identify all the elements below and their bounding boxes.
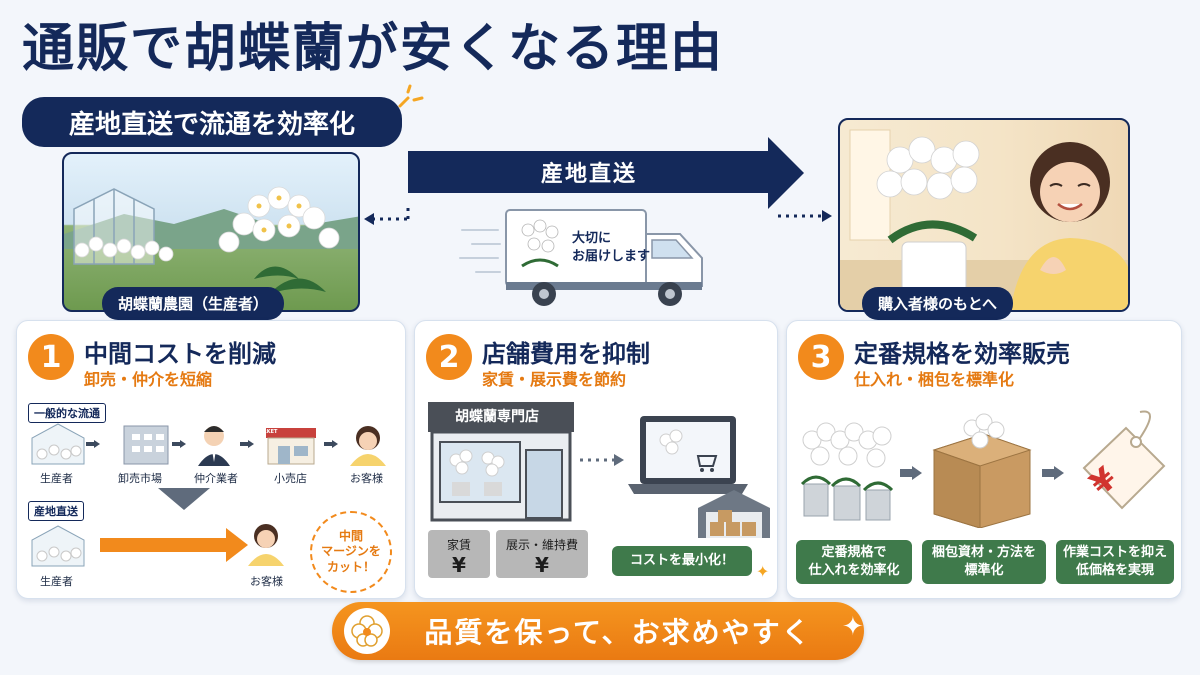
potted-orchids-icon [800, 422, 894, 521]
display-cost-box: 展示・維持費 ¥ [496, 530, 588, 578]
rent-label: 家賃 [446, 538, 471, 552]
box2-line2: 標準化 [964, 563, 1004, 578]
card3-number: 3 [798, 334, 844, 380]
box1-line1: 定番規格で [821, 545, 887, 561]
direct-customer: お客様 [250, 575, 283, 588]
buyer-illustration [838, 118, 1130, 312]
flow-broker: 仲介業者 [194, 472, 238, 485]
flow-customer: お客様 [350, 472, 383, 485]
page-title: 通販で胡蝶蘭が安くなる理由 [22, 19, 725, 79]
dotted-arrow [580, 454, 624, 466]
margin-cut-stamp: 中間 マージンを カット！ [310, 511, 392, 593]
general-flow-tag: 一般的な流通 [28, 403, 106, 423]
stamp-line1: 中間 [338, 528, 363, 543]
customer-icon [350, 426, 386, 466]
yen-icon: ¥ [452, 553, 466, 577]
buyer-label: 購入者様のもとへ [862, 287, 1013, 320]
greenhouse-icon [31, 423, 85, 465]
display-cost-label: 展示・維持費 [505, 538, 578, 552]
direct-shipping-arrow: 産地直送 [408, 151, 770, 193]
farm-illustration [62, 152, 360, 312]
subtitle-pill: 産地直送で流通を効率化 [22, 97, 402, 147]
customer-icon [248, 524, 284, 566]
truck-text-line2: お届けします [572, 249, 651, 265]
wholesale-market-icon [123, 425, 169, 465]
card3-subheading: 仕入れ・梱包を標準化 [854, 370, 1015, 389]
dotted-arrow-right [778, 210, 832, 222]
card1-subheading: 卸売・仲介を短縮 [84, 370, 213, 389]
laptop-warehouse-icon [628, 416, 770, 538]
dotted-arrow-left [364, 203, 410, 225]
card1-number: 1 [28, 334, 74, 380]
orchid-icon [344, 608, 390, 654]
rent-cost-box: 家賃 ¥ [428, 530, 490, 578]
direct-producer: 生産者 [40, 575, 73, 588]
flow-producer: 生産者 [40, 472, 73, 485]
down-arrow [158, 488, 210, 510]
cardboard-box-icon [932, 413, 1032, 528]
truck-text-line1: 大切に [572, 231, 612, 246]
direct-flow-tag: 産地直送 [28, 501, 84, 521]
sparkle-icon: ✦ [756, 562, 770, 581]
card3-heading: 定番規格を効率販売 [854, 340, 1070, 368]
greenhouse-icon [31, 525, 85, 567]
storefront-icon [428, 402, 574, 522]
card2-number: 2 [426, 334, 472, 380]
box3-line2: 低価格を実現 [1075, 563, 1154, 578]
bottom-banner-text: 品質を保って、お求めやすく [424, 616, 812, 649]
shop-name: 胡蝶蘭専門店 [455, 409, 539, 425]
sparkle-icon: ✦ [842, 612, 864, 642]
card2-subheading: 家賃・展示費を節約 [482, 370, 627, 389]
box1-line2: 仕入れを効率化 [808, 563, 900, 578]
stamp-line2: マージンを [321, 544, 381, 559]
card2-heading: 店舗費用を抑制 [482, 340, 650, 368]
delivery-truck-icon [459, 209, 703, 306]
general-flow-illustration [31, 423, 386, 466]
arrow-head [768, 137, 804, 209]
box3-line1: 作業コストを抑え [1062, 545, 1167, 561]
flow-retail: 小売店 [274, 472, 307, 485]
shop-icon [266, 428, 316, 465]
packing-standard-box: 梱包資材・方法を標準化 [922, 540, 1046, 584]
shop-sign-text: MARKET [254, 429, 278, 435]
sparkle-icon [398, 84, 424, 108]
stamp-line3: カット！ [326, 559, 375, 574]
flow-wholesale: 卸売市場 [118, 472, 162, 485]
spec-efficiency-box: 定番規格で仕入れを効率化 [796, 540, 912, 584]
broker-icon [198, 426, 230, 466]
low-price-box: 作業コストを抑え低価格を実現 [1056, 540, 1174, 584]
farm-label: 胡蝶蘭農園（生産者） [102, 287, 285, 320]
cost-minimize-badge: コストを最小化！ [612, 546, 752, 576]
yen-icon: ¥ [535, 553, 549, 577]
bottom-banner: 品質を保って、お求めやすく [332, 602, 864, 660]
card1-heading: 中間コストを削減 [84, 340, 276, 368]
price-tag-icon [1082, 410, 1166, 510]
standard-flow-illustration [800, 410, 1166, 528]
direct-flow-illustration [31, 524, 284, 567]
box2-line1: 梱包資材・方法を [931, 545, 1036, 561]
